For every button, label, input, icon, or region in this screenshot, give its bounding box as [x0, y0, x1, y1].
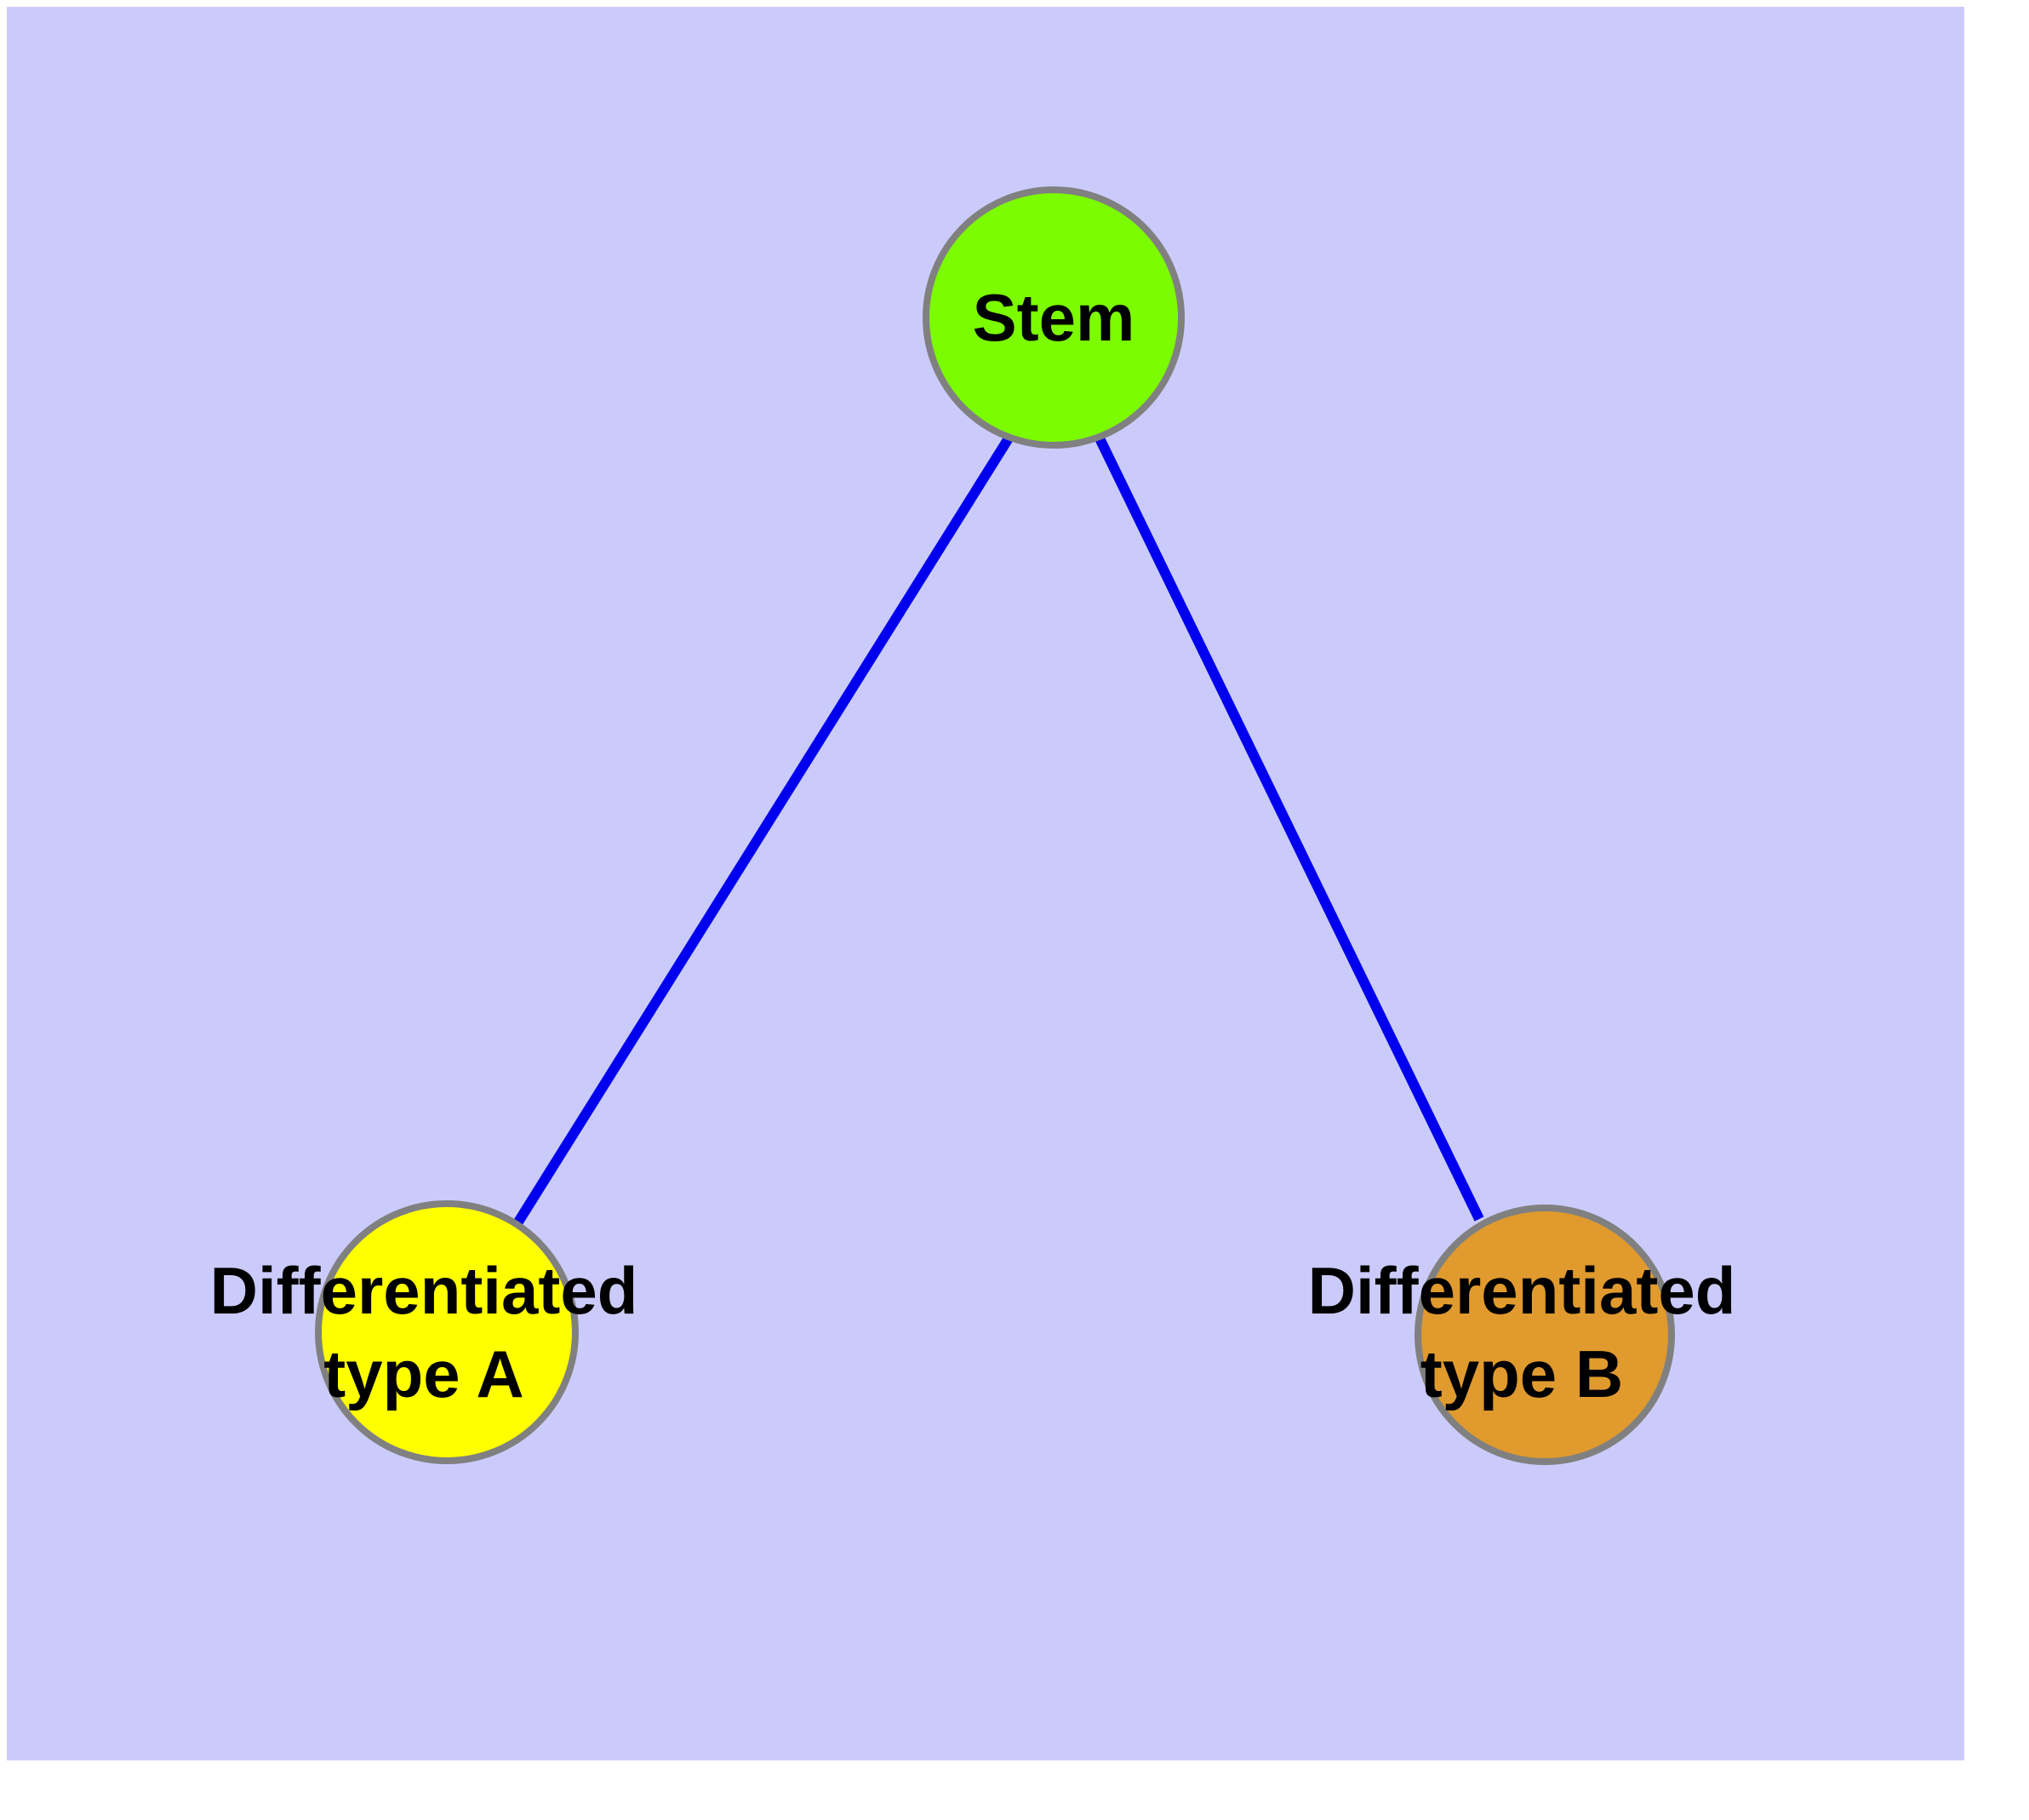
node-differentiated-type-a-circle[interactable] [315, 1200, 579, 1464]
node-layer: Stem [315, 186, 1675, 1465]
node-stem-circle[interactable] [923, 186, 1185, 449]
node-differentiated-type-b[interactable] [1415, 1205, 1675, 1465]
node-differentiated-type-a-label-line2: type A [323, 1336, 524, 1411]
node-stem-label: Stem [973, 280, 1135, 355]
node-stem[interactable]: Stem [923, 186, 1185, 449]
label-layer: Differentiated type A Differentiated typ… [210, 1253, 1736, 1411]
node-differentiated-type-a-label-line1: Differentiated [210, 1253, 638, 1328]
node-differentiated-type-b-label-line1: Differentiated [1308, 1253, 1736, 1328]
edge-stem-to-differentiated-type-b[interactable] [1095, 436, 1484, 1222]
edge-layer [512, 435, 1484, 1227]
edge-stem-to-differentiated-type-a[interactable] [512, 435, 1014, 1227]
node-differentiated-type-a[interactable] [315, 1200, 579, 1464]
node-differentiated-type-b-label-line2: type B [1420, 1336, 1623, 1411]
node-differentiated-type-b-circle[interactable] [1415, 1205, 1675, 1465]
